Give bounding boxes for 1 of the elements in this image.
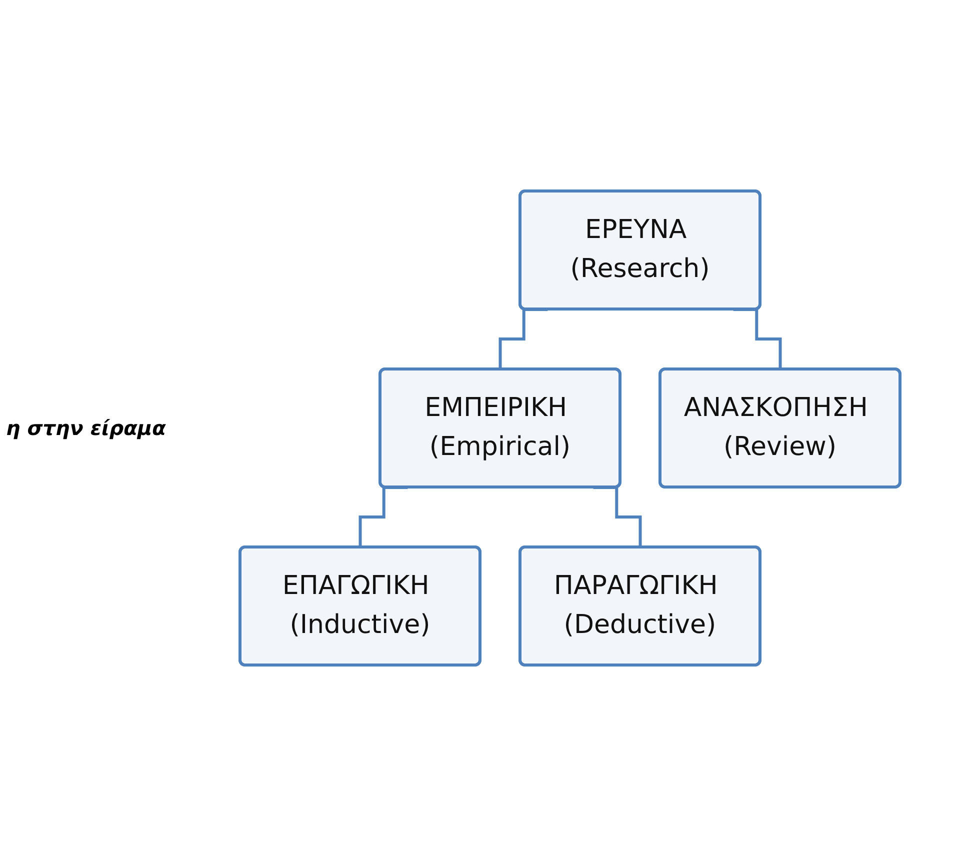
side-note: η στην είραμα (5, 416, 166, 440)
